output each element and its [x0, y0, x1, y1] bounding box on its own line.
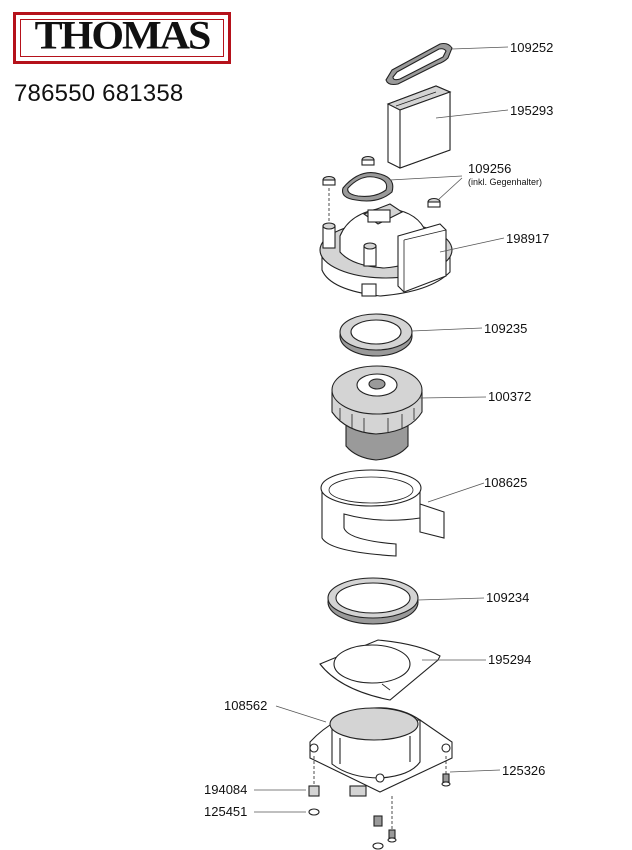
part-109256-seals: [322, 155, 441, 228]
label-125326: 125326: [502, 763, 545, 778]
part-125451-washer: [308, 808, 384, 850]
label-109256: 109256: [468, 161, 511, 176]
label-195293: 195293: [510, 103, 553, 118]
label-198917: 198917: [506, 231, 549, 246]
part-100372-motor: [331, 365, 423, 461]
part-108625-band: [320, 469, 445, 557]
part-109252-gasket: [385, 42, 453, 86]
part-109235-ring: [339, 313, 413, 357]
label-108625: 108625: [484, 475, 527, 490]
part-109234-ring: [327, 577, 419, 625]
label-109252: 109252: [510, 40, 553, 55]
label-100372: 100372: [488, 389, 531, 404]
label-109256-note: (inkl. Gegenhalter): [468, 177, 542, 187]
label-108562: 108562: [224, 698, 267, 713]
label-109234: 109234: [486, 590, 529, 605]
label-125451: 125451: [204, 804, 247, 819]
label-195294: 195294: [488, 652, 531, 667]
logo-text: THOMAS: [34, 14, 212, 58]
part-108562-base: [309, 707, 453, 797]
label-109235: 109235: [484, 321, 527, 336]
model-numbers: 786550 681358: [14, 80, 184, 107]
part-195293-sleeve: [386, 85, 452, 169]
logo-inner-frame: [20, 19, 224, 57]
label-194084: 194084: [204, 782, 247, 797]
part-198917-housing: [319, 203, 453, 297]
leader-lines: [254, 46, 509, 813]
part-194084-nut: [308, 756, 383, 827]
part-125326-screws: [387, 756, 451, 843]
part-195294-plate: [319, 639, 441, 701]
thomas-logo: THOMAS: [13, 12, 231, 64]
